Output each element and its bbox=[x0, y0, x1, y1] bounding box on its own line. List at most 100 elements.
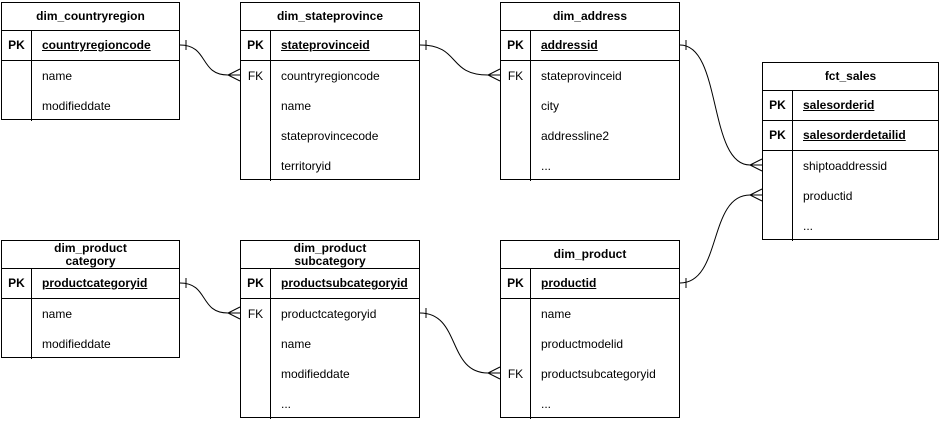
table-row[interactable]: territoryid bbox=[241, 151, 419, 181]
table-row[interactable]: modifieddate bbox=[241, 359, 419, 389]
key-cell bbox=[241, 329, 271, 359]
entity-table-fct-sales[interactable]: fct_sales PK salesorderid PK salesorderd… bbox=[762, 62, 939, 241]
table-row[interactable]: FK stateprovinceid bbox=[501, 61, 679, 91]
table-row[interactable]: PK productcategoryid bbox=[2, 269, 179, 299]
table-row[interactable]: FK productsubcategoryid bbox=[501, 359, 679, 389]
table-row[interactable]: modifieddate bbox=[2, 91, 179, 121]
table-row[interactable]: PK countryregioncode bbox=[2, 31, 179, 61]
table-row[interactable]: name bbox=[241, 329, 419, 359]
pk-badge: PK bbox=[2, 31, 32, 60]
field-name: productsubcategoryid bbox=[541, 366, 656, 381]
field-name: name bbox=[42, 68, 73, 83]
table-row[interactable]: productid bbox=[763, 181, 938, 211]
field-name: name bbox=[281, 98, 312, 113]
pk-badge: PK bbox=[2, 269, 32, 298]
entity-table-dim-productsubcategory[interactable]: dim_product subcategory PK productsubcat… bbox=[240, 240, 420, 419]
crow-foot-many-icon bbox=[748, 158, 763, 172]
field-name: territoryid bbox=[281, 158, 332, 173]
table-row[interactable]: FK countryregioncode bbox=[241, 61, 419, 91]
field-name: ... bbox=[803, 218, 814, 233]
table-row[interactable]: PK salesorderid bbox=[763, 91, 938, 121]
field-name: stateprovinceid bbox=[281, 38, 370, 52]
fk-badge: FK bbox=[241, 299, 271, 329]
fk-badge: FK bbox=[241, 61, 271, 91]
table-title: dim_product category bbox=[2, 241, 179, 269]
table-title: dim_product subcategory bbox=[241, 241, 419, 269]
table-row[interactable]: name bbox=[501, 299, 679, 329]
table-row[interactable]: name bbox=[2, 299, 179, 329]
crow-foot-many-icon bbox=[226, 306, 241, 320]
relationship-stateprovince-address[interactable] bbox=[419, 40, 501, 82]
table-row[interactable]: PK productsubcategoryid bbox=[241, 269, 419, 299]
field-name: name bbox=[42, 306, 73, 321]
key-cell bbox=[241, 121, 271, 151]
table-row[interactable]: PK stateprovinceid bbox=[241, 31, 419, 61]
field-name: modifieddate bbox=[42, 336, 111, 351]
field-name: stateprovincecode bbox=[281, 128, 379, 143]
table-row[interactable]: FK productcategoryid bbox=[241, 299, 419, 329]
pk-badge: PK bbox=[501, 269, 531, 298]
key-cell bbox=[241, 359, 271, 389]
field-name: productmodelid bbox=[541, 336, 624, 351]
edge-path[interactable] bbox=[679, 44, 751, 166]
table-row[interactable]: stateprovincecode bbox=[241, 121, 419, 151]
entity-table-dim-product[interactable]: dim_product PK productid name productmod… bbox=[500, 240, 680, 419]
key-cell bbox=[241, 389, 271, 419]
key-cell bbox=[763, 211, 793, 241]
edge-path[interactable] bbox=[179, 282, 229, 314]
table-row[interactable]: ... bbox=[501, 389, 679, 419]
entity-table-dim-countryregion[interactable]: dim_countryregion PK countryregioncode n… bbox=[1, 2, 180, 121]
field-name: countryregioncode bbox=[281, 68, 380, 83]
relationship-countryregion-stateprovince[interactable] bbox=[179, 40, 241, 82]
field-name: shiptoaddressid bbox=[803, 158, 888, 173]
key-cell bbox=[501, 389, 531, 419]
entity-table-dim-stateprovince[interactable]: dim_stateprovince PK stateprovinceid FK … bbox=[240, 2, 420, 181]
field-name: productid bbox=[803, 188, 853, 203]
table-row[interactable]: productmodelid bbox=[501, 329, 679, 359]
pk-badge: PK bbox=[763, 121, 793, 150]
edge-path[interactable] bbox=[679, 194, 751, 284]
fk-badge: FK bbox=[501, 61, 531, 91]
table-row[interactable]: shiptoaddressid bbox=[763, 151, 938, 181]
table-title: fct_sales bbox=[763, 63, 938, 91]
table-row[interactable]: ... bbox=[241, 389, 419, 419]
table-title: dim_stateprovince bbox=[241, 3, 419, 31]
crow-foot-many-icon bbox=[748, 188, 763, 202]
table-row[interactable]: name bbox=[2, 61, 179, 91]
table-row[interactable]: ... bbox=[501, 151, 679, 181]
key-cell bbox=[501, 151, 531, 181]
table-title: dim_address bbox=[501, 3, 679, 31]
key-cell bbox=[501, 91, 531, 121]
field-name: city bbox=[541, 98, 559, 113]
entity-table-dim-address[interactable]: dim_address PK addressid FK stateprovinc… bbox=[500, 2, 680, 181]
relationship-productcategory-subcategory[interactable] bbox=[179, 278, 241, 320]
key-cell bbox=[501, 329, 531, 359]
edge-path[interactable] bbox=[419, 312, 489, 374]
pk-badge: PK bbox=[241, 269, 271, 298]
field-name: productsubcategoryid bbox=[281, 276, 408, 290]
table-row[interactable]: ... bbox=[763, 211, 938, 241]
key-cell bbox=[2, 91, 32, 121]
table-row[interactable]: PK salesorderdetailid bbox=[763, 121, 938, 151]
field-name: productid bbox=[541, 276, 597, 290]
entity-table-dim-productcategory[interactable]: dim_product category PK productcategoryi… bbox=[1, 240, 180, 359]
key-cell bbox=[2, 329, 32, 359]
key-cell bbox=[763, 181, 793, 211]
edge-path[interactable] bbox=[179, 44, 229, 76]
field-name: countryregioncode bbox=[42, 38, 151, 52]
field-name: productcategoryid bbox=[281, 306, 377, 321]
field-name: name bbox=[281, 336, 312, 351]
table-row[interactable]: addressline2 bbox=[501, 121, 679, 151]
table-row[interactable]: modifieddate bbox=[2, 329, 179, 359]
pk-badge: PK bbox=[763, 91, 793, 120]
table-row[interactable]: city bbox=[501, 91, 679, 121]
crow-foot-many-icon bbox=[486, 68, 501, 82]
table-row[interactable]: name bbox=[241, 91, 419, 121]
relationship-subcategory-product[interactable] bbox=[419, 308, 501, 380]
table-row[interactable]: PK productid bbox=[501, 269, 679, 299]
table-row[interactable]: PK addressid bbox=[501, 31, 679, 61]
relationship-product-fctsales[interactable] bbox=[679, 188, 763, 288]
relationship-address-fctsales[interactable] bbox=[679, 40, 763, 172]
edge-path[interactable] bbox=[419, 44, 489, 76]
